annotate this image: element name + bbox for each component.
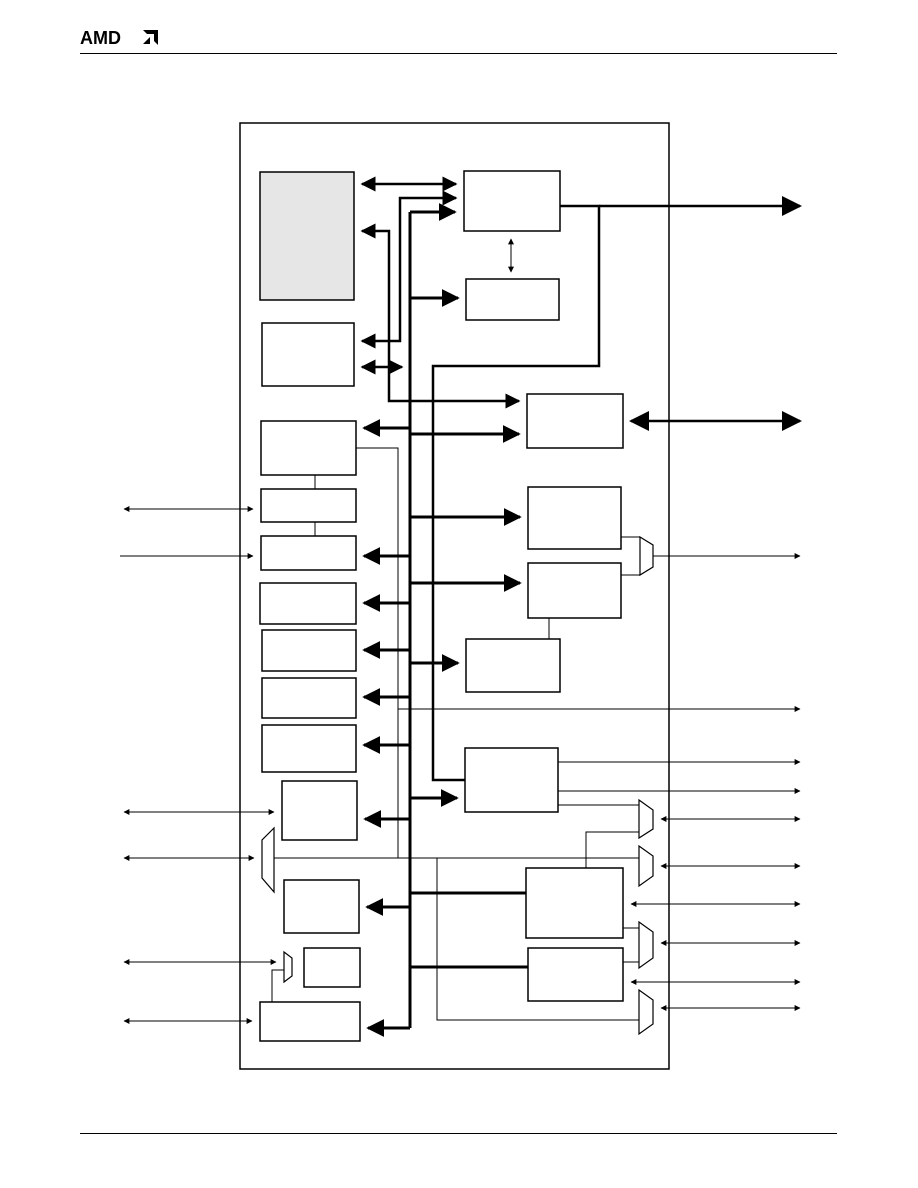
left-block-13 bbox=[259, 1001, 361, 1042]
amd-logo-text: AMD bbox=[80, 28, 121, 48]
page-header: AMD bbox=[0, 0, 918, 60]
mux-5 bbox=[638, 988, 654, 1036]
right-block-9 bbox=[527, 947, 624, 1002]
internal-bus bbox=[362, 203, 528, 1037]
right-block-4 bbox=[527, 486, 622, 550]
left-block-3 bbox=[260, 420, 357, 476]
header-rule bbox=[80, 53, 837, 54]
amd-arrow-logo-icon bbox=[143, 30, 158, 45]
thin-links bbox=[120, 238, 801, 1024]
left-block-5 bbox=[260, 535, 357, 571]
left-block-7 bbox=[261, 629, 357, 672]
left-block-2 bbox=[261, 322, 355, 387]
left-block-9 bbox=[261, 724, 357, 773]
left-block-8 bbox=[261, 677, 357, 719]
mux-7 bbox=[283, 950, 293, 984]
left-block-6 bbox=[259, 582, 357, 625]
mux-3 bbox=[638, 844, 654, 888]
left-block-10 bbox=[281, 780, 358, 841]
mux-2 bbox=[638, 798, 654, 840]
bus-controller-block bbox=[463, 170, 561, 232]
core-links bbox=[360, 176, 802, 782]
left-block-4 bbox=[260, 488, 357, 523]
cpu-core-block bbox=[259, 171, 355, 301]
right-block-3 bbox=[526, 393, 624, 449]
chip-boundary bbox=[239, 122, 670, 1070]
right-block-7 bbox=[464, 747, 559, 813]
mux-1 bbox=[639, 535, 654, 577]
right-block-2 bbox=[465, 278, 560, 321]
mux-4 bbox=[638, 920, 654, 970]
right-block-8 bbox=[525, 867, 624, 939]
left-block-12 bbox=[303, 947, 361, 988]
amd-logo: AMD bbox=[80, 28, 158, 48]
right-block-6 bbox=[465, 638, 561, 693]
mux-6 bbox=[261, 826, 275, 894]
left-block-11 bbox=[283, 879, 360, 934]
right-block-5 bbox=[527, 562, 622, 619]
footer-rule bbox=[80, 1133, 837, 1134]
